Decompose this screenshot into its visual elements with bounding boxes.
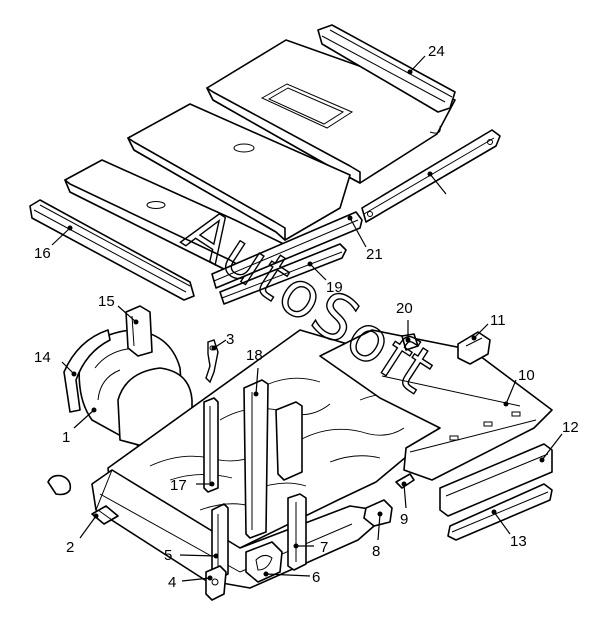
- roof-panel-rear: [206, 39, 456, 184]
- roof-rail-22: [317, 24, 456, 113]
- callout-2: 2: [66, 539, 74, 556]
- callout-numbers: 24 21 19 16 15 14 1 3 18 20 11 10 12 13 …: [34, 43, 579, 591]
- small-part-loose: [47, 474, 72, 496]
- callout-16: 16: [34, 245, 51, 262]
- post-18: [243, 379, 269, 539]
- roof-rail-16: [29, 199, 195, 301]
- bracket-15: [125, 305, 153, 357]
- callout-18: 18: [246, 347, 263, 364]
- callout-6: 6: [312, 569, 320, 586]
- wheel-arch-1: [78, 329, 193, 453]
- bracket-11: [457, 331, 491, 365]
- clip-3: [205, 339, 219, 384]
- bracket-4: [205, 565, 227, 601]
- clip-9: [395, 473, 415, 489]
- wheel-arch-trim-14: [63, 329, 111, 413]
- callout-19: 19: [326, 279, 343, 296]
- sill-13: [447, 483, 553, 541]
- side-strip-21: [211, 211, 363, 289]
- callout-22: 24: [428, 43, 445, 60]
- callout-8: 8: [372, 543, 380, 560]
- leader-lines: [51, 55, 563, 582]
- callout-3: 3: [226, 331, 234, 348]
- callout-12: 12: [562, 419, 579, 436]
- callout-20: 20: [396, 300, 413, 317]
- callout-17: 17: [170, 477, 187, 494]
- bracket-6: [245, 541, 283, 583]
- cross-brace-floor: [275, 401, 303, 481]
- callout-7: 7: [320, 539, 328, 556]
- callout-1: 1: [62, 429, 70, 446]
- sill-12: [439, 443, 553, 517]
- callout-15: 15: [98, 293, 115, 310]
- post-17: [203, 397, 219, 493]
- callout-5: 5: [164, 547, 172, 564]
- tube-2: [91, 505, 119, 525]
- callout-14: 14: [34, 349, 51, 366]
- bracket-20: [401, 333, 419, 351]
- callout-13: 13: [510, 533, 527, 550]
- floor-panel-10: [319, 329, 553, 481]
- callout-11: 11: [490, 312, 506, 329]
- callout-4: 4: [168, 574, 176, 591]
- roof-panel-middle: [127, 103, 351, 241]
- post-7: [287, 493, 307, 571]
- callout-9: 9: [400, 511, 408, 528]
- side-strip-19: [219, 243, 347, 305]
- callout-10: 10: [518, 367, 535, 384]
- callout-21: 21: [366, 246, 383, 263]
